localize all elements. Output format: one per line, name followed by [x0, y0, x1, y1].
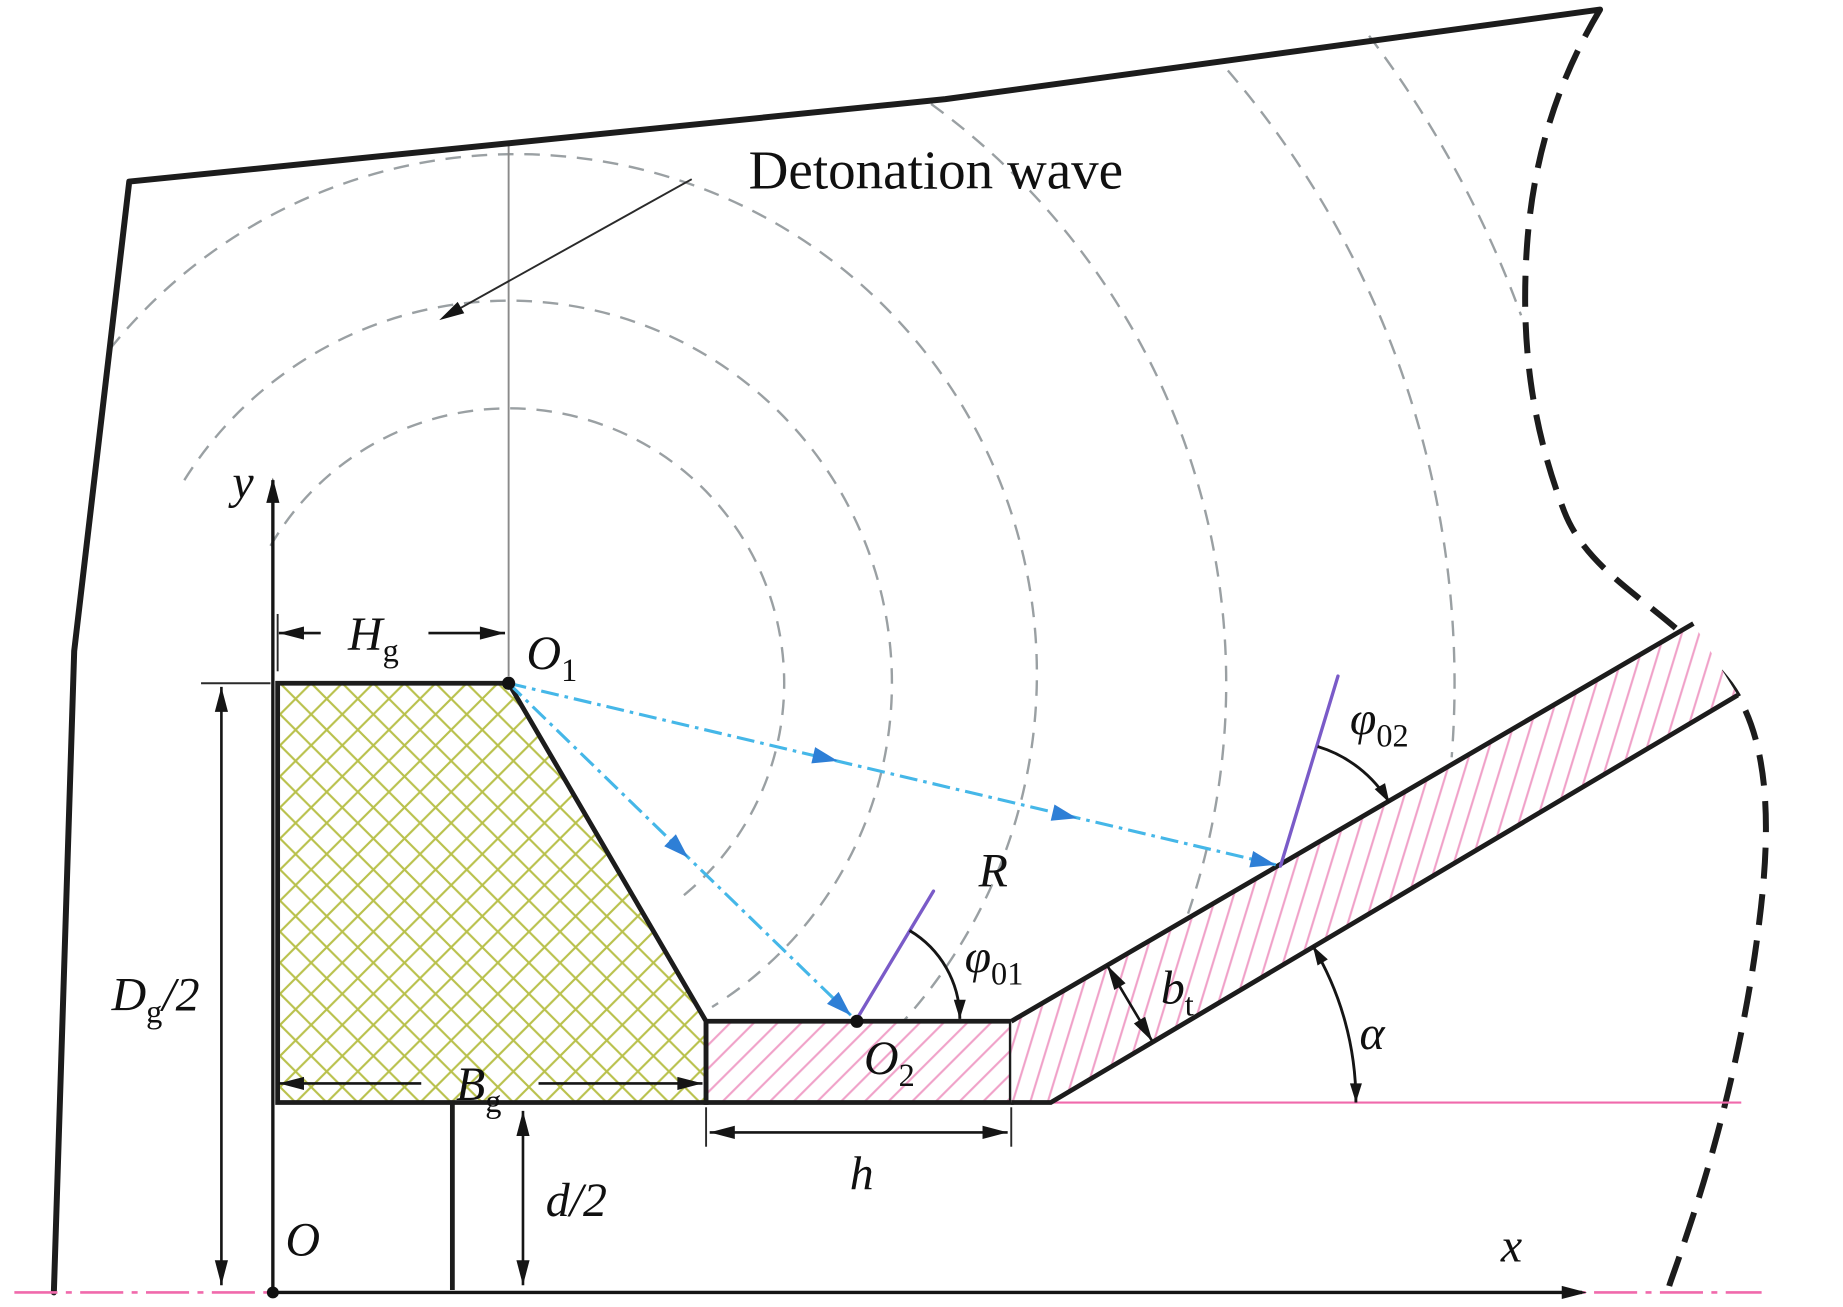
- o1-label: O1: [527, 627, 578, 688]
- wave-arc-5: [1226, 69, 1456, 758]
- liner-strip: [703, 1018, 1014, 1105]
- alpha-arc: [1311, 945, 1358, 1103]
- ray-arrowhead-4: [1050, 804, 1079, 827]
- y-axis-label: y: [228, 456, 254, 509]
- caption-leader-line: [444, 178, 693, 318]
- labels: y x O O1 O2 Hg Dg/2 Bg d/2 h bt R φ01 φ0…: [111, 456, 1523, 1272]
- d-half-arrowhead-bottom: [516, 1260, 530, 1286]
- wave-arc-1: [269, 407, 786, 901]
- h-arrowhead-left: [709, 1125, 735, 1139]
- x-axis-label: x: [1500, 1219, 1522, 1272]
- phi01-label: φ01: [965, 930, 1024, 991]
- dimension-annotations: [201, 613, 1013, 1286]
- casing-dashed-curve: [1522, 8, 1769, 1301]
- alpha-label: α: [1360, 1007, 1386, 1060]
- casing-solid-edge: [50, 6, 1604, 1296]
- o2-label: O2: [864, 1032, 915, 1093]
- flyer-band-fill: [1011, 623, 1738, 1103]
- tangent-line-at-flyer: [1278, 674, 1340, 868]
- dg-half-label: Dg/2: [111, 969, 200, 1030]
- ray-arrowhead-3: [811, 747, 840, 770]
- casing-outline: [50, 6, 1769, 1301]
- d-half-arrowhead-top: [516, 1110, 530, 1136]
- charge-region: [275, 680, 709, 1105]
- origin-point: [266, 1286, 279, 1299]
- ray-arrowhead-1: [664, 834, 694, 864]
- bt-label: bt: [1161, 961, 1194, 1022]
- hg-arrowhead-left: [278, 626, 304, 640]
- h-arrowhead-right: [982, 1125, 1008, 1139]
- detonation-wave-label: Detonation wave: [749, 140, 1123, 201]
- hg-label: Hg: [347, 608, 399, 669]
- ray-o1-to-flyer: [508, 681, 1277, 867]
- flyer-band-edges: [1010, 621, 1739, 1105]
- phi02-label: φ02: [1350, 693, 1409, 754]
- radius-line-at-o2: [855, 889, 936, 1021]
- phi01-arc-arrowhead: [953, 999, 966, 1019]
- h-label: h: [850, 1148, 874, 1201]
- alpha-arc-arrowhead-bottom: [1349, 1083, 1362, 1103]
- wave-arc-4: [930, 102, 1228, 917]
- phi02-arc: [1317, 745, 1391, 804]
- x-axis-arrowhead: [1561, 1285, 1587, 1300]
- coordinate-axes: [266, 477, 1587, 1300]
- dg-arrowhead-bottom: [214, 1260, 228, 1286]
- wave-arc-2: [183, 299, 894, 1008]
- o1-point: [502, 676, 516, 690]
- wave-arc-3: [109, 153, 1039, 1025]
- angle-annotations: [908, 745, 1395, 1103]
- y-axis-arrowhead: [266, 477, 280, 503]
- detonation-wave-callout: Detonation wave: [435, 140, 1123, 326]
- r-label: R: [978, 844, 1008, 897]
- wave-arc-6: [1368, 35, 1523, 316]
- d-half-label: d/2: [546, 1174, 607, 1227]
- o2-point: [850, 1014, 864, 1028]
- bg-label: Bg: [456, 1058, 501, 1119]
- hg-arrowhead-right: [479, 626, 506, 640]
- detonation-wave-fronts: [109, 35, 1523, 1025]
- detonation-rays: [507, 681, 1278, 1022]
- origin-label: O: [285, 1213, 320, 1266]
- dg-arrowhead-top: [214, 686, 228, 712]
